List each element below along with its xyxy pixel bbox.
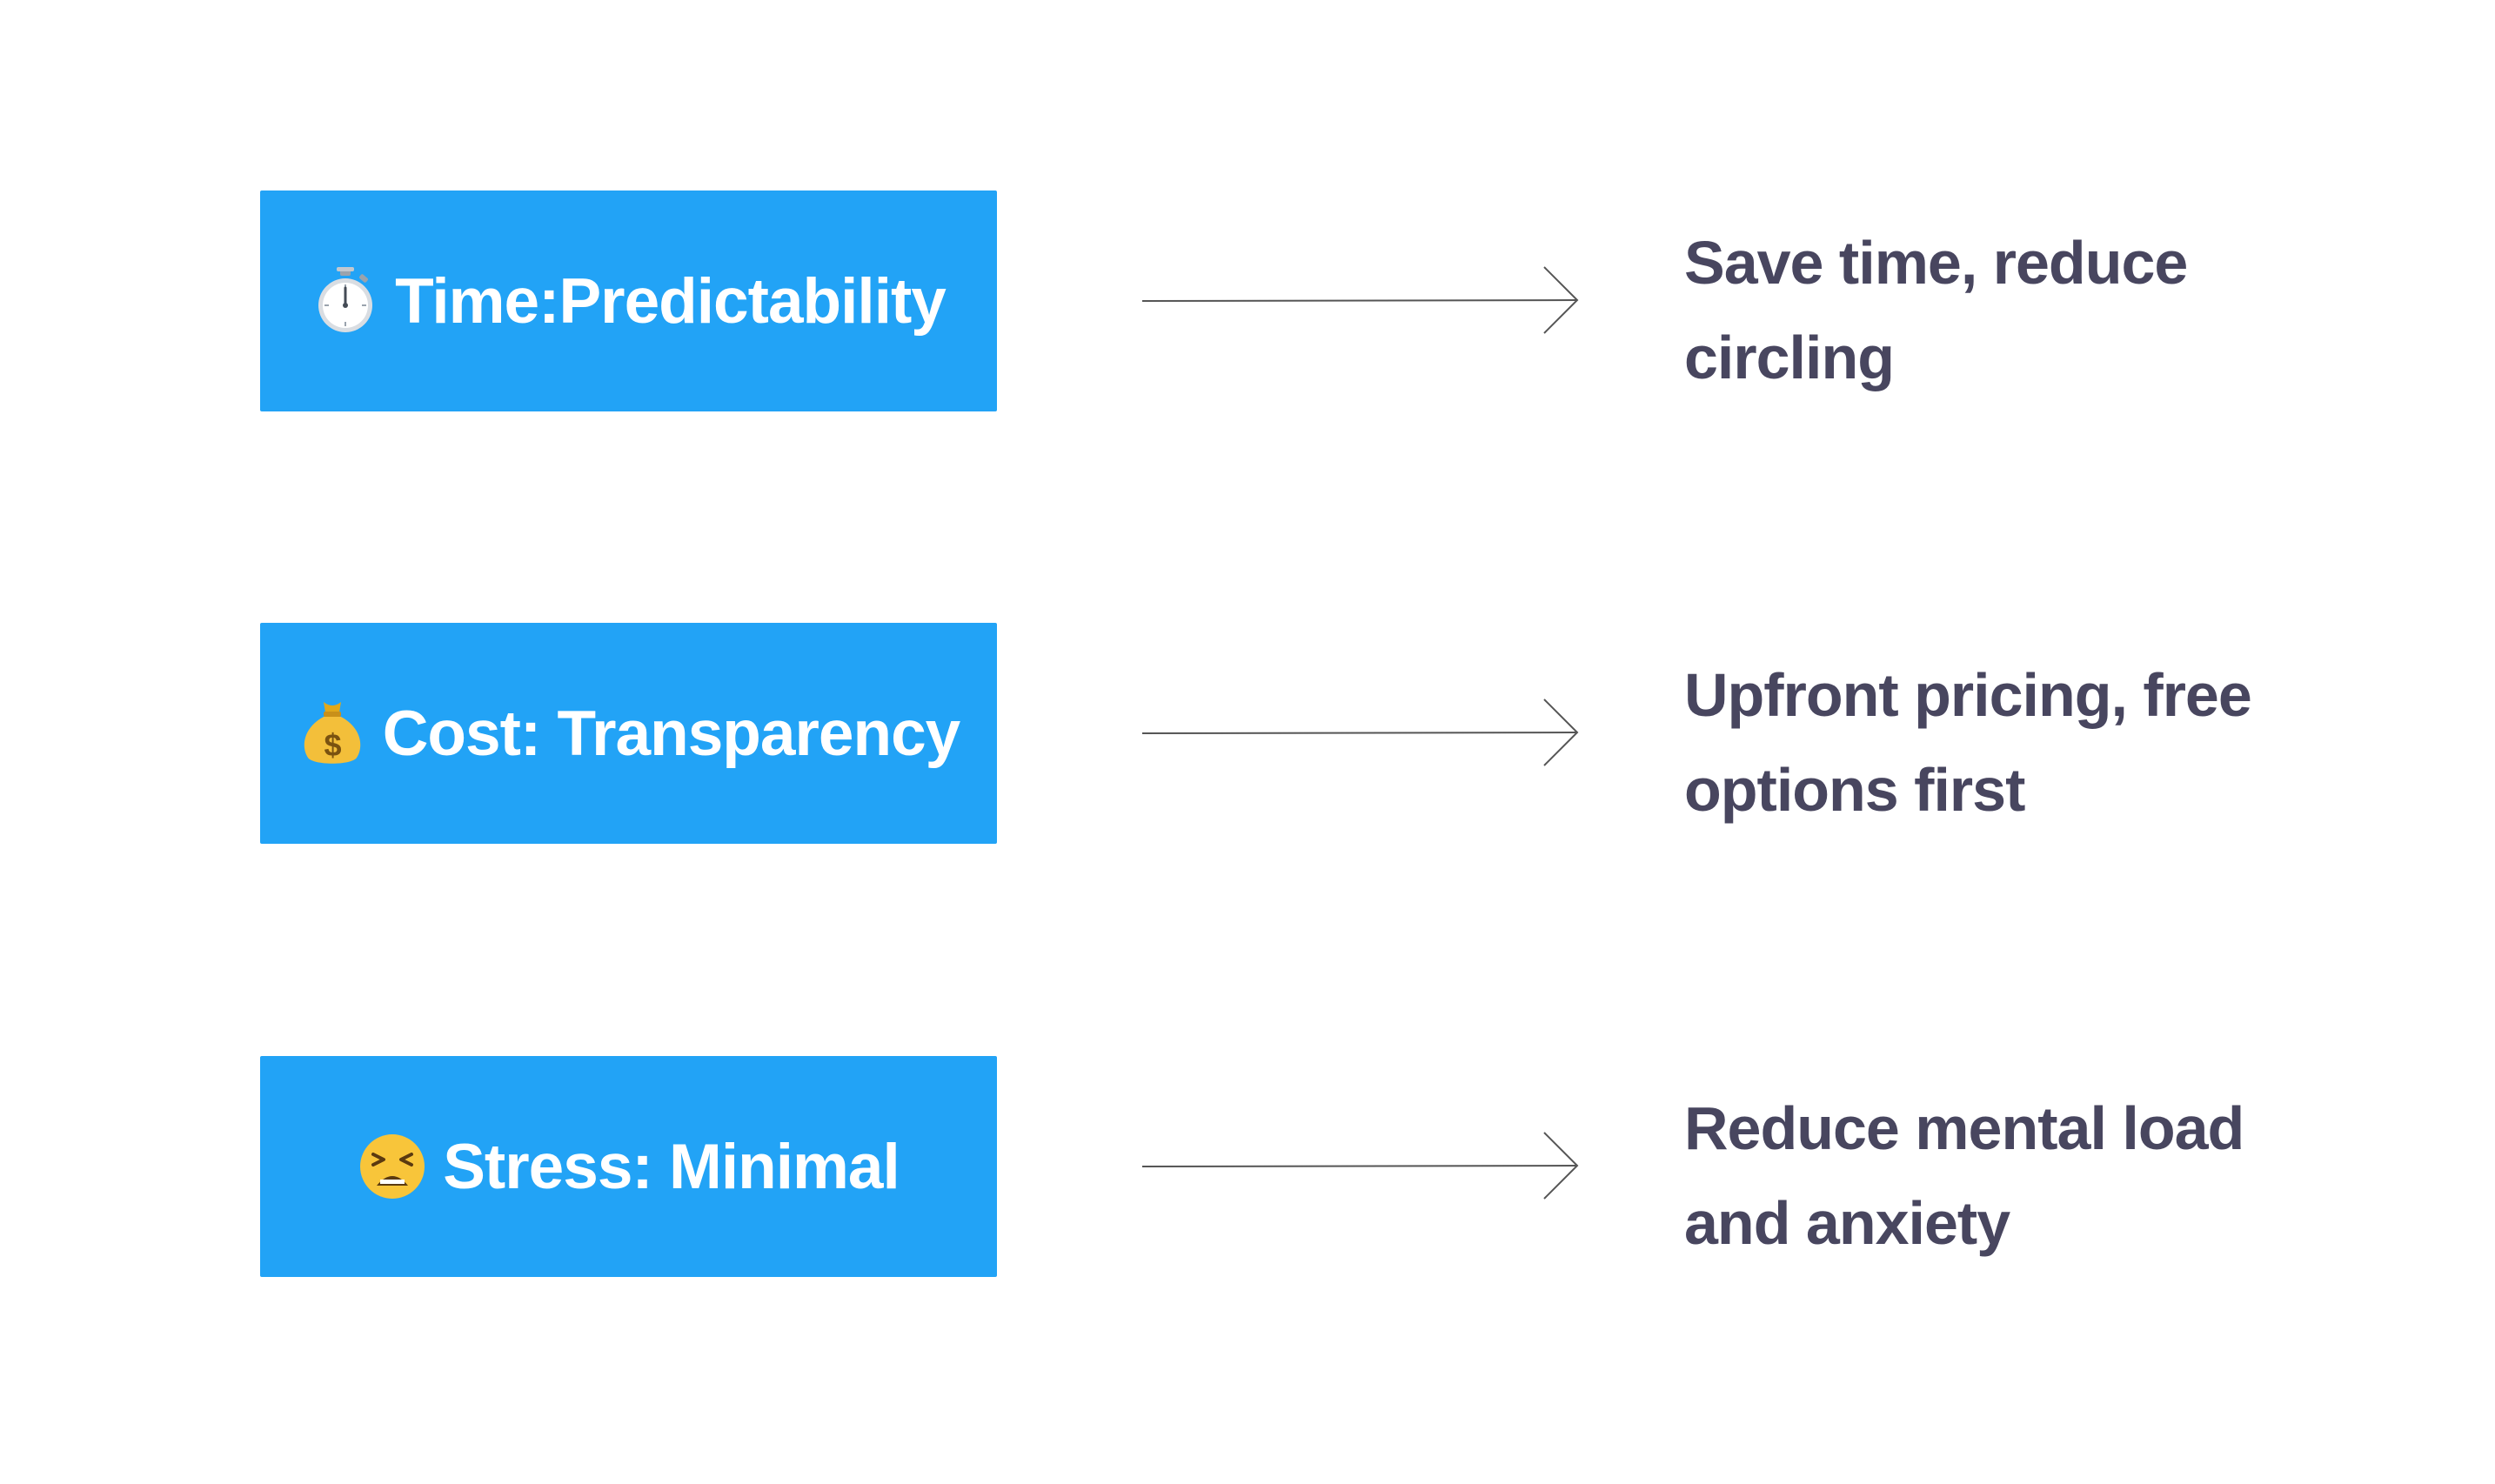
cost-transparency-box: $ Cost: Transparency — [260, 623, 997, 844]
description-line: and anxiety — [1684, 1189, 2010, 1257]
description-line: Upfront pricing, free — [1684, 661, 2252, 729]
stress-minimal-box: Stress: Minimal — [260, 1056, 997, 1277]
row-cost: $ Cost: Transparency Upfront pricing, fr… — [0, 623, 2495, 844]
description-line: Save time, reduce — [1684, 229, 2188, 297]
stopwatch-icon — [311, 267, 379, 335]
box-label: Cost: Transparency — [382, 698, 961, 769]
description-line: options first — [1684, 756, 2025, 824]
tired-face-icon — [358, 1132, 427, 1201]
time-predictability-box: Time:Predictability — [260, 191, 997, 411]
arrow-right-icon — [1142, 699, 1579, 766]
svg-text:$: $ — [324, 727, 341, 763]
money-bag-icon: $ — [298, 699, 367, 768]
description-time: Save time, reduce circling — [1684, 216, 2398, 405]
arrow-right-icon — [1142, 266, 1579, 334]
description-line: circling — [1684, 324, 1895, 391]
arrow-right-icon — [1142, 1132, 1579, 1200]
row-stress: Stress: Minimal Reduce mental load and a… — [0, 1056, 2495, 1277]
box-label: Time:Predictability — [395, 265, 946, 337]
row-time: Time:Predictability Save time, reduce ci… — [0, 191, 2495, 411]
description-line: Reduce mental load — [1684, 1094, 2244, 1162]
description-cost: Upfront pricing, free options first — [1684, 648, 2398, 838]
description-stress: Reduce mental load and anxiety — [1684, 1081, 2398, 1271]
box-label: Stress: Minimal — [443, 1131, 900, 1202]
